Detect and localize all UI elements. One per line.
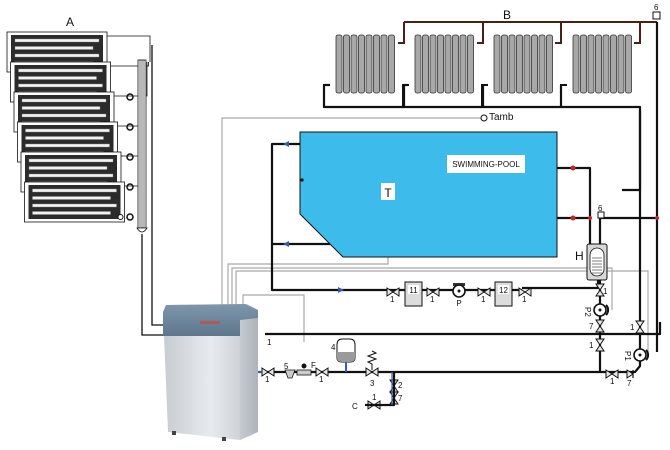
collector-manifold	[136, 45, 165, 336]
strainer-label: 5	[284, 362, 289, 371]
safety-valve-label: 3	[370, 379, 375, 388]
valve-label: 1	[610, 377, 615, 386]
valve-label: 7	[589, 322, 594, 331]
shutoff-valve	[315, 367, 329, 377]
flow-markers	[283, 141, 659, 293]
aux-unit-label: 12	[499, 286, 508, 295]
pool-pump-label: P	[456, 299, 461, 308]
radiator	[402, 34, 474, 107]
shutoff-valve	[635, 320, 645, 334]
cold-water-branch	[365, 372, 396, 407]
shutoff-valve	[426, 287, 440, 297]
expansion-vessel	[336, 338, 356, 372]
pool-label: SWIMMING-POOL	[452, 160, 520, 169]
safety-valve-spring	[366, 350, 378, 370]
radiator	[481, 34, 553, 107]
safety-valve	[365, 367, 379, 377]
radiator	[323, 34, 395, 107]
expansion-vessel-label: 4	[331, 343, 336, 352]
drain-valve-label: 2	[398, 381, 403, 390]
shutoff-valve	[477, 287, 491, 297]
pool-sensor-box	[381, 183, 395, 200]
radiator-bank	[323, 34, 632, 107]
swimming-pool	[299, 131, 558, 258]
air-vent-top: 6	[652, 3, 661, 20]
shutoff-valve	[386, 287, 400, 297]
pump-p2-icon	[593, 303, 610, 317]
shutoff-valve	[518, 287, 532, 297]
air-vent-h-label: 6	[598, 204, 603, 213]
radiator	[560, 34, 632, 107]
valve-label: 1	[372, 393, 377, 402]
strainer	[284, 369, 296, 379]
air-vent-label: 6	[654, 3, 659, 12]
filter-label: 11	[409, 286, 418, 295]
valve-label: 1	[589, 341, 594, 350]
collectors-label: A	[66, 15, 74, 29]
flow-meter-label: F	[311, 361, 316, 370]
air-vent-h: 6	[597, 204, 605, 219]
valve-label: 1	[481, 295, 486, 304]
valve-label: 1	[603, 287, 608, 296]
pump-p1-label: P1	[623, 351, 632, 361]
line-label-1: 1	[267, 338, 272, 347]
pool-label-box	[447, 155, 525, 173]
heat-exchanger	[586, 243, 608, 281]
shutoff-valve	[605, 369, 619, 379]
radiators-label: B	[503, 8, 511, 22]
valve-label: 1	[265, 375, 270, 384]
shutoff-valve	[595, 283, 605, 297]
valve-label: 7	[627, 379, 632, 388]
p2-signal-line	[231, 267, 613, 338]
flow-meter	[296, 363, 312, 376]
check-valve	[626, 369, 634, 379]
tamb-signal-line	[221, 117, 482, 338]
valve-label: 1	[522, 295, 527, 304]
filter-11	[404, 281, 423, 307]
valve-label: 1	[319, 375, 324, 384]
pool-pump-icon	[452, 283, 466, 298]
check-valve	[595, 319, 605, 333]
check-valve-label: 7	[398, 394, 403, 403]
boiler-unit	[163, 304, 258, 441]
ambient-sensor-icon	[480, 114, 488, 122]
solar-collector	[24, 62, 143, 223]
aux-unit-12	[494, 281, 513, 307]
pump-p1-icon	[633, 348, 650, 362]
ambient-sensor-label: Tamb	[489, 112, 514, 123]
solar-collector-array	[6, 31, 151, 223]
pool-sensor-label: T	[384, 186, 392, 200]
pump-p2-label: P2	[583, 307, 592, 317]
shutoff-valve	[595, 338, 605, 352]
valve-label: 1	[430, 295, 435, 304]
valve-label: 1	[390, 295, 395, 304]
valve-label: 1	[630, 323, 635, 332]
heat-exchanger-label: H	[575, 249, 584, 263]
cold-water-label: C	[352, 402, 358, 411]
